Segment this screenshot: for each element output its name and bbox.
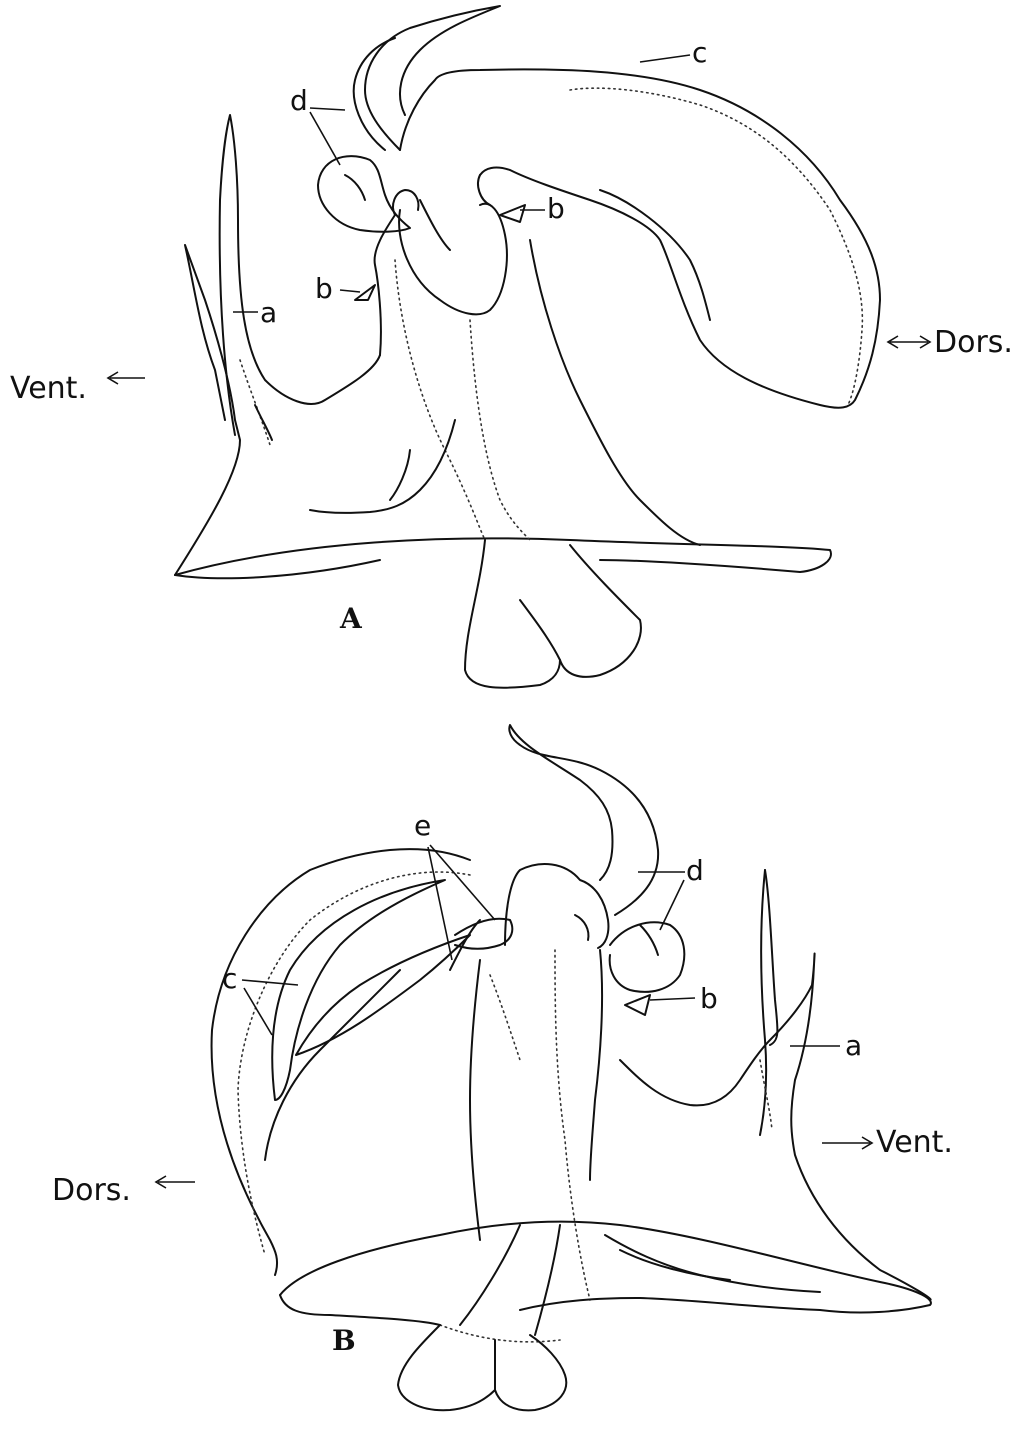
label-b-b: b bbox=[700, 982, 718, 1015]
direction-a-left: Vent. bbox=[10, 371, 87, 406]
label-a-c: c bbox=[692, 36, 707, 69]
figure-a-labels: a b b c d Vent. Dors. A bbox=[10, 36, 1013, 635]
panel-label-a: A bbox=[339, 602, 363, 635]
label-b-c: c bbox=[222, 962, 237, 995]
label-a-a: a bbox=[260, 296, 277, 329]
label-a-d: d bbox=[290, 84, 308, 117]
label-b-d: d bbox=[686, 854, 704, 887]
figure-b-drawing bbox=[212, 725, 931, 1410]
label-b-e: e bbox=[414, 809, 431, 842]
direction-a-right: Dors. bbox=[934, 325, 1013, 360]
label-a-b-left: b bbox=[315, 272, 333, 305]
figure-b-labels: e c d b a Dors. Vent. B bbox=[52, 809, 953, 1357]
figure-a-drawing bbox=[175, 6, 880, 688]
panel-label-b: B bbox=[332, 1324, 356, 1357]
direction-b-left: Dors. bbox=[52, 1173, 131, 1208]
direction-b-right: Vent. bbox=[876, 1125, 953, 1160]
label-b-a: a bbox=[845, 1029, 862, 1062]
label-a-b-right: b bbox=[547, 192, 565, 225]
